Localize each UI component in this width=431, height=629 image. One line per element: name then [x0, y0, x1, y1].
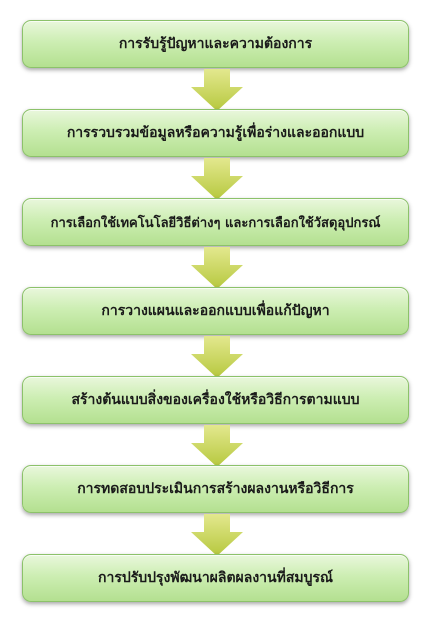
step-5-label: สร้างต้นแบบสิ่งของเครื่องใช้หรือวิธีการต…	[71, 392, 360, 408]
step-2-box: การรวบรวมข้อมูลหรือความรู้เพื่อร่างและออ…	[22, 109, 409, 157]
step-3-label: การเลือกใช้เทคโนโลยีวิธีต่างๆ และการเลือ…	[50, 215, 381, 231]
step-5-box: สร้างต้นแบบสิ่งของเครื่องใช้หรือวิธีการต…	[22, 376, 409, 424]
down-arrow-icon	[191, 514, 243, 556]
step-6-box: การทดสอบประเมินการสร้างผลงานหรือวิธีการ	[22, 465, 409, 513]
step-4-label: การวางแผนและออกแบบเพื่อแก้ปัญหา	[101, 303, 330, 319]
down-arrow-icon	[191, 158, 243, 200]
down-arrow-icon	[191, 425, 243, 467]
step-4-box: การวางแผนและออกแบบเพื่อแก้ปัญหา	[22, 287, 409, 335]
step-1-label: การรับรู้ปัญหาและความต้องการ	[118, 36, 313, 52]
down-arrow-icon	[191, 247, 243, 289]
step-7-box: การปรับปรุงพัฒนาผลิตผลงานที่สมบูรณ์	[22, 554, 409, 602]
step-7-label: การปรับปรุงพัฒนาผลิตผลงานที่สมบูรณ์	[97, 570, 334, 586]
down-arrow-icon	[191, 336, 243, 378]
down-arrow-icon	[191, 69, 243, 111]
step-6-label: การทดสอบประเมินการสร้างผลงานหรือวิธีการ	[77, 481, 354, 497]
step-3-box: การเลือกใช้เทคโนโลยีวิธีต่างๆ และการเลือ…	[22, 198, 409, 246]
step-2-label: การรวบรวมข้อมูลหรือความรู้เพื่อร่างและออ…	[66, 125, 365, 141]
step-1-box: การรับรู้ปัญหาและความต้องการ	[22, 20, 409, 68]
